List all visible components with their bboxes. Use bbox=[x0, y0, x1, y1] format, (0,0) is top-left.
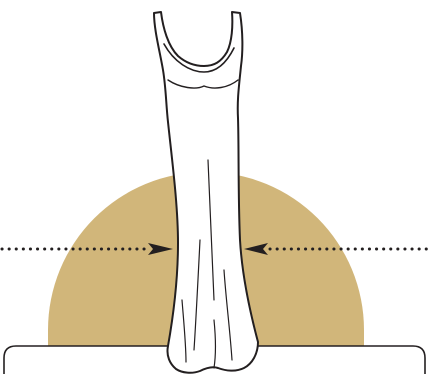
gown-measurement-illustration bbox=[0, 0, 429, 374]
